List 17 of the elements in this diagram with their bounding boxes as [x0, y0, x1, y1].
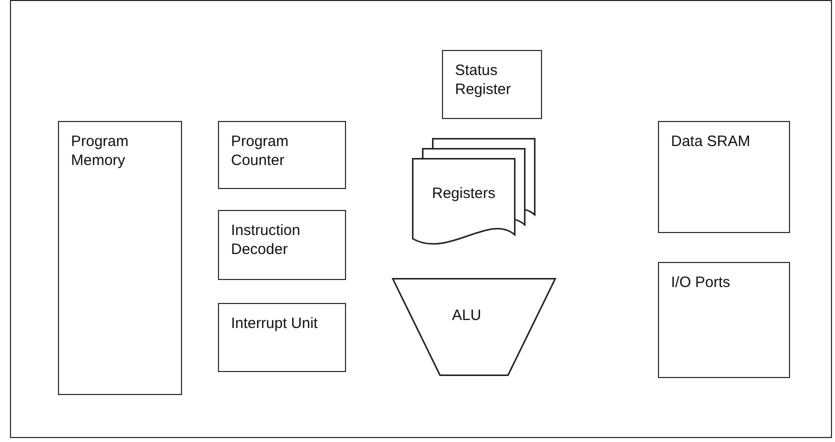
block-label: ALU	[452, 306, 482, 325]
block-box	[658, 121, 790, 233]
block-label: Registers	[432, 184, 496, 203]
block-label: Program Counter	[231, 132, 290, 170]
block-label: Data SRAM	[671, 132, 752, 151]
block-box	[218, 210, 346, 280]
block-box	[58, 121, 182, 395]
alu-trapezoid	[392, 278, 556, 376]
block-box	[218, 303, 346, 372]
block-box	[442, 50, 542, 119]
block-label: Program Memory	[71, 132, 130, 170]
block-label: I/O Ports	[671, 273, 732, 292]
block-box	[658, 262, 790, 378]
block-label: Interrupt Unit	[231, 314, 319, 333]
block-label: Status Register	[455, 61, 512, 99]
block-box	[218, 121, 346, 189]
block-label: Instruction Decoder	[231, 221, 302, 259]
